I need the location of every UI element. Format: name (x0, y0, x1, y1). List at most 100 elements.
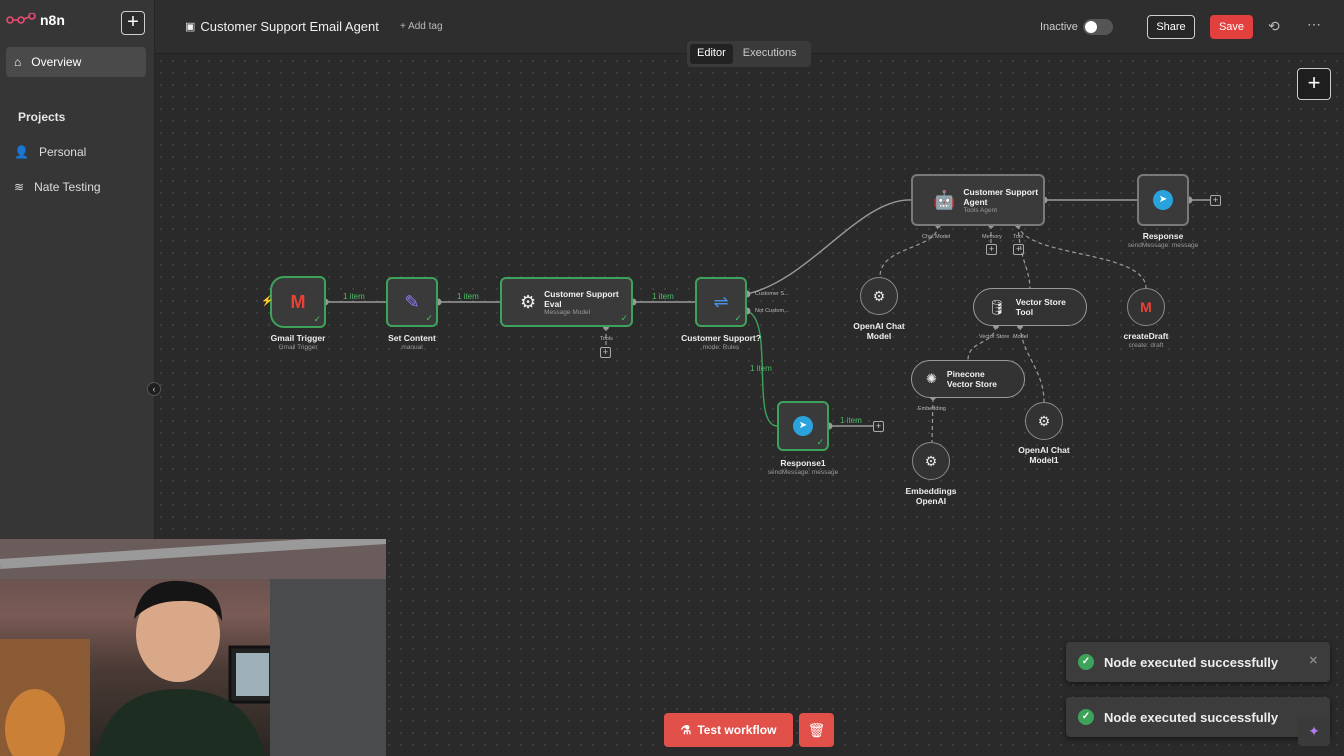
output-label: Customer S... (755, 291, 789, 297)
close-icon[interactable]: ✕ (1308, 655, 1318, 667)
openai-icon: ⚙ (1037, 412, 1051, 429)
edge-item-count: 1 item (652, 292, 674, 301)
port-label: Memory (982, 234, 1002, 240)
node-vector-store-tool[interactable]: 🛢 Vector Store Tool (973, 288, 1087, 326)
node-set-content[interactable]: ✎ ✓ (386, 277, 438, 327)
node-response[interactable]: ➤ (1137, 174, 1189, 226)
ai-assistant-button[interactable]: ✦ (1298, 716, 1330, 746)
flask-icon: ⚗ (680, 723, 692, 737)
workflow-title[interactable]: ▣ Customer Support Email Agent (185, 19, 379, 34)
pencil-icon: ✎ (404, 291, 420, 312)
node-customer-support-agent[interactable]: 🤖 Customer Support Agent Tools Agent (911, 174, 1045, 226)
sidebar-item-personal[interactable]: 👤 Personal (6, 137, 146, 167)
n8n-logo-icon (6, 13, 36, 24)
toast-message: Node executed successfully (1104, 709, 1279, 725)
edge-item-count: 1 item (343, 292, 365, 301)
node-label: Set Content manual (388, 333, 436, 351)
gmail-icon: M (1140, 299, 1152, 315)
node-openai-chat-model[interactable]: ⚙ (860, 277, 898, 315)
edge-item-count: 1 item (840, 416, 862, 425)
editor-tabs: Editor Executions (687, 41, 811, 67)
success-check-icon: ✓ (620, 313, 628, 323)
save-button[interactable]: Save (1210, 15, 1253, 39)
port-label: Tools (600, 336, 613, 342)
port-label: Vector Store (979, 334, 1010, 340)
test-workflow-label: Test workflow (697, 723, 777, 737)
success-check-icon: ✓ (425, 313, 433, 323)
home-icon: ⌂ (14, 55, 22, 69)
success-icon: ✓ (1078, 654, 1094, 670)
node-label: Customer Support? mode: Rules (681, 333, 761, 351)
active-status-label: Inactive (1040, 21, 1078, 33)
robot-icon: ▣ (185, 21, 196, 33)
workflow-title-text: Customer Support Email Agent (200, 19, 379, 34)
app-name: n8n (40, 12, 65, 28)
sidebar-item-nate-testing[interactable]: ≋ Nate Testing (6, 172, 146, 202)
sidebar-item-label: Nate Testing (34, 180, 101, 194)
success-check-icon: ✓ (734, 313, 742, 323)
node-gmail-trigger[interactable]: M ✓ (270, 276, 326, 328)
n8n-logo[interactable]: n8n (6, 12, 65, 28)
output-label: Not Custom... (755, 308, 789, 314)
add-node-button[interactable]: + (1297, 68, 1331, 100)
port-label: Embedding (918, 406, 946, 412)
node-title: Pinecone Vector Store (946, 369, 997, 389)
success-check-icon: ✓ (816, 437, 824, 447)
user-icon: 👤 (14, 145, 29, 159)
add-memory-button[interactable]: + (986, 244, 997, 255)
sidebar-item-label: Personal (38, 145, 87, 159)
success-check-icon: ✓ (313, 314, 321, 324)
pinecone-icon: ✺ (926, 371, 937, 386)
success-icon: ✓ (1078, 709, 1094, 725)
node-openai-chat-model1[interactable]: ⚙ (1025, 402, 1063, 440)
more-options-icon[interactable]: ⋯ (1307, 16, 1322, 32)
node-label: OpenAI Chat Model1 (1018, 445, 1070, 465)
add-tag-link[interactable]: + Add tag (400, 21, 443, 32)
node-title: Customer Support Agent (963, 186, 1039, 207)
layers-icon: ≋ (14, 180, 25, 194)
port-label: Tool (1013, 234, 1024, 240)
node-pinecone-vector-store[interactable]: ✺ Pinecone Vector Store (911, 360, 1025, 398)
edge-item-count: 1 item (750, 364, 772, 373)
share-button[interactable]: Share (1147, 15, 1195, 39)
trash-icon: 🗑 (807, 722, 826, 738)
trigger-bolt-icon: ⚡ (261, 296, 274, 307)
node-customer-support-eval[interactable]: ⚙ Customer Support Eval Message Model ✓ (500, 277, 633, 327)
active-toggle[interactable] (1083, 19, 1113, 35)
node-subtitle: Message Model (544, 308, 591, 316)
node-create-draft[interactable]: M (1127, 288, 1165, 326)
node-label: Response sendMessage: message (1127, 231, 1199, 249)
add-tool-button[interactable]: + (1013, 244, 1024, 255)
collapse-sidebar-icon[interactable]: ‹ (147, 382, 161, 396)
toast-notification: ✓ Node executed successfully (1066, 697, 1330, 737)
add-node-after-button[interactable]: + (873, 421, 884, 432)
sparkle-icon: ✦ (1308, 723, 1320, 739)
openai-icon: ⚙ (520, 291, 537, 312)
switch-icon: ⇌ (713, 291, 729, 312)
tab-editor[interactable]: Editor (690, 44, 733, 64)
delete-button[interactable]: 🗑 (799, 713, 834, 747)
sidebar-item-label: Overview (31, 55, 82, 69)
openai-icon: ⚙ (872, 287, 886, 304)
webcam-overlay (0, 539, 386, 756)
node-title: Customer Support Eval (544, 288, 619, 309)
node-embeddings-openai[interactable]: ⚙ (912, 442, 950, 480)
node-customer-support-switch[interactable]: ⇌ ✓ (695, 277, 747, 327)
node-label: Embeddings OpenAI (905, 486, 957, 506)
toast-notification: ✓ Node executed successfully ✕ (1066, 642, 1330, 682)
add-node-after-button[interactable]: + (1210, 195, 1221, 206)
toast-message: Node executed successfully (1104, 654, 1279, 670)
sidebar-item-overview[interactable]: ⌂ Overview (6, 47, 146, 77)
test-workflow-button[interactable]: ⚗ Test workflow (664, 713, 793, 747)
history-icon[interactable]: ⟲ (1268, 18, 1280, 34)
webcam-image (0, 539, 386, 756)
node-response1[interactable]: ➤ ✓ (777, 401, 829, 451)
tab-executions[interactable]: Executions (742, 47, 797, 59)
node-label: OpenAI Chat Model (853, 321, 905, 341)
node-title: Vector Store Tool (1015, 297, 1066, 317)
add-button[interactable]: + (121, 11, 145, 35)
port-label: Model (1013, 334, 1028, 340)
add-tool-button[interactable]: + (600, 347, 611, 358)
robot-icon: 🤖 (933, 189, 956, 210)
port-label: Chat Model (922, 234, 951, 240)
